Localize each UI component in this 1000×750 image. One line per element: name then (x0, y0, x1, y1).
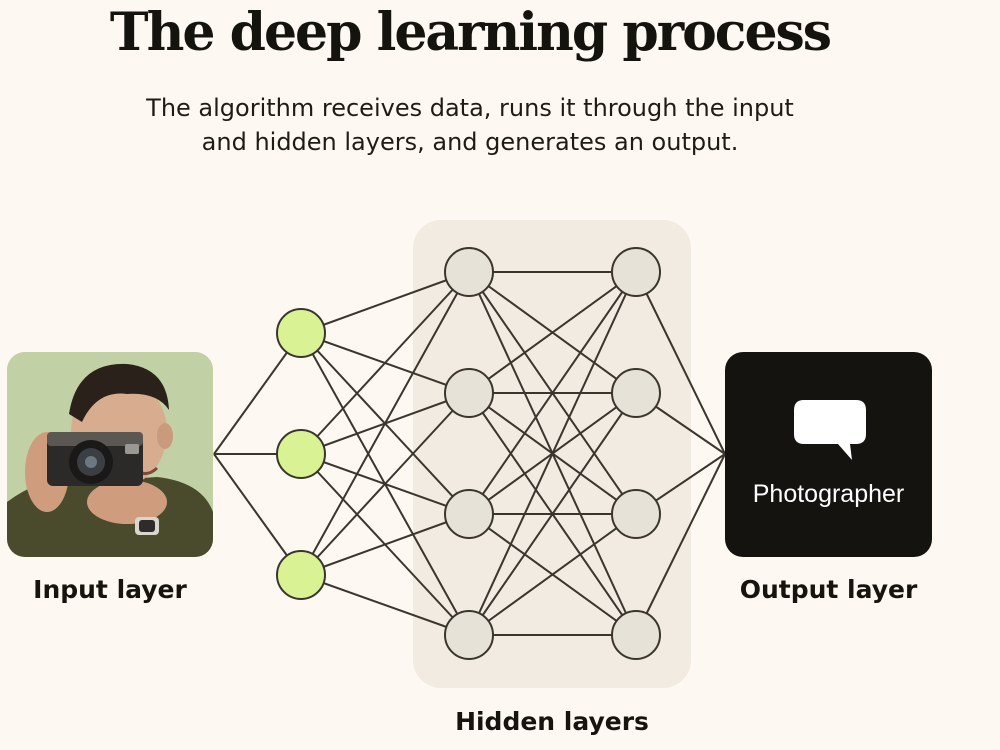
hidden-node-layer-2 (611, 610, 661, 660)
edge-input-to-hidden (300, 392, 470, 576)
edge-hidden-to-output (635, 271, 726, 455)
edge-hidden-to-hidden (468, 513, 637, 636)
edge-input-to-hidden (300, 271, 470, 455)
hidden-node-layer-2 (611, 489, 661, 539)
input-layer-label: Input layer (33, 575, 187, 604)
input-photo (7, 352, 213, 557)
network-nodes (276, 247, 661, 660)
output-value: Photographer (752, 480, 905, 508)
edge-hidden-to-hidden (468, 271, 637, 515)
output-card: Photographer (725, 352, 932, 557)
hidden-node-layer-1 (444, 610, 494, 660)
hidden-node-layer-2 (611, 368, 661, 418)
input-node (276, 429, 326, 479)
input-node (276, 308, 326, 358)
edge-hidden-to-hidden (468, 271, 637, 636)
hidden-layers-label: Hidden layers (455, 707, 649, 736)
subtitle-line-1: The algorithm receives data, runs it thr… (146, 94, 794, 122)
edge-input-to-hidden (300, 271, 470, 334)
hidden-node-layer-1 (444, 489, 494, 539)
edge-input-to-hidden (300, 513, 470, 576)
edge-hidden-to-hidden (468, 271, 637, 394)
hidden-node-layer-1 (444, 368, 494, 418)
edge-hidden-to-output (635, 453, 726, 636)
page-subtitle: The algorithm receives data, runs it thr… (60, 91, 880, 159)
edge-input-to-hidden (300, 271, 470, 576)
photographer-image (7, 352, 213, 557)
input-node (276, 550, 326, 600)
hidden-node-layer-2 (611, 247, 661, 297)
edge-input-to-hidden (300, 574, 470, 636)
speech-bubble-icon (794, 400, 866, 460)
edge-hidden-to-hidden (468, 392, 637, 636)
output-layer-label: Output layer (739, 575, 918, 604)
hidden-node-layer-1 (444, 247, 494, 297)
subtitle-line-2: and hidden layers, and generates an outp… (201, 128, 739, 156)
page-title: The deep learning process (109, 2, 832, 63)
